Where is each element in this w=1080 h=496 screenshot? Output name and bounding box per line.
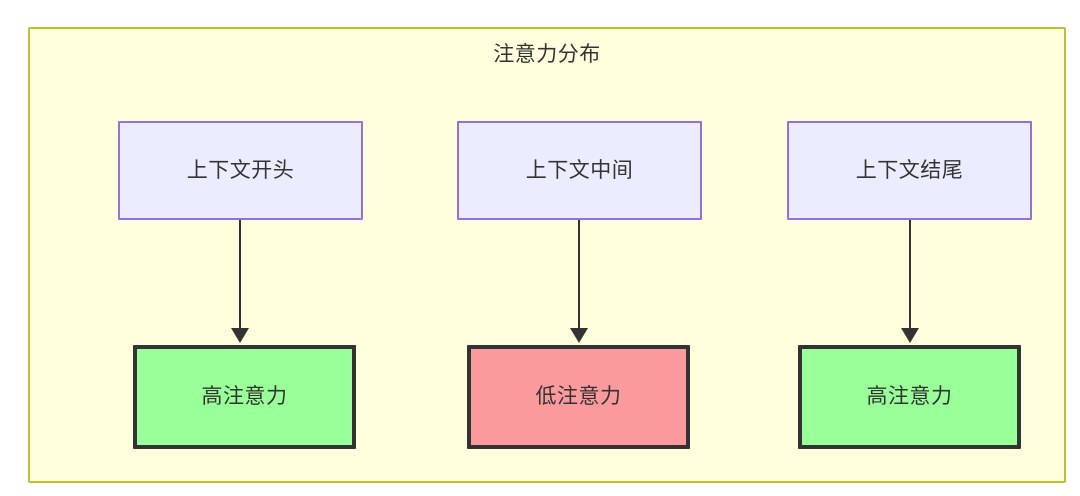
edge-context-start-to-attention [239,220,241,330]
node-context-end[interactable]: 上下文结尾 [787,121,1032,220]
node-context-start[interactable]: 上下文开头 [118,121,363,220]
node-high-attention-end[interactable]: 高注意力 [798,345,1021,449]
node-high-attention-start[interactable]: 高注意力 [133,345,356,449]
edge-context-middle-to-attention [578,220,580,330]
diagram-title: 注意力分布 [493,43,601,66]
arrowhead-icon [901,328,919,343]
node-low-attention-middle[interactable]: 低注意力 [467,345,690,449]
attention-distribution-group: 注意力分布 上下文开头 高注意力 上下文中间 低注意力 上下文结尾 高注意力 [28,27,1066,483]
edge-context-end-to-attention [909,220,911,330]
arrowhead-icon [570,328,588,343]
arrowhead-icon [231,328,249,343]
node-context-middle[interactable]: 上下文中间 [457,121,702,220]
